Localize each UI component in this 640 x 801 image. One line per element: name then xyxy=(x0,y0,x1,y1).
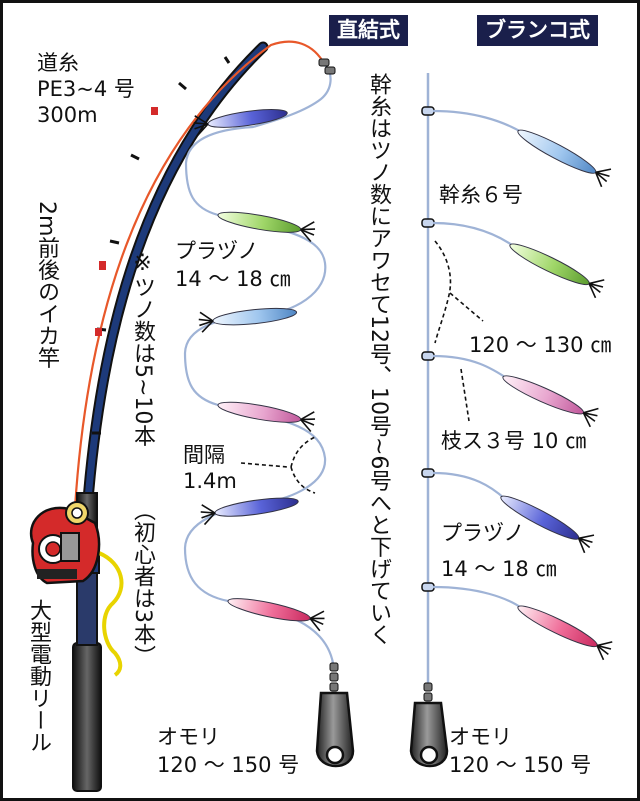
branch-sinker-label: オモリ xyxy=(449,725,512,749)
direct-rig xyxy=(183,58,355,768)
direct-sinker-swivel xyxy=(329,662,339,692)
direct-lure-2 xyxy=(217,211,316,243)
direct-sinker-label: オモリ xyxy=(157,725,220,749)
rod-label: 2m前後のイカ竿 xyxy=(34,201,59,369)
header-branch-rig: ブランコ式 xyxy=(477,15,598,46)
rod-wraps xyxy=(95,107,158,336)
branch-lure-name: プラヅノ xyxy=(441,521,525,545)
direct-lure-1 xyxy=(193,109,288,137)
direct-spacing-marker xyxy=(240,436,316,494)
direct-sinker xyxy=(315,691,355,768)
mainline-label: 道糸 xyxy=(37,51,79,75)
main-line xyxy=(73,40,326,509)
branch-sinker xyxy=(409,701,449,768)
direct-lure-3 xyxy=(198,307,298,333)
branch-rig xyxy=(409,73,613,768)
direct-lure-4 xyxy=(217,401,316,433)
branch-spacing-marker xyxy=(434,240,484,344)
direct-count-note: ※ツノ数は5~10本 xyxy=(130,251,155,447)
header-direct-rig: 直結式 xyxy=(329,15,408,46)
reel-label: 大型電動リール xyxy=(26,599,51,753)
mainline-spec: PE3~4 号 xyxy=(37,77,135,101)
rigging-illustration xyxy=(30,40,613,792)
branch-sinker-size: 120 〜 150 号 xyxy=(449,753,592,777)
branch-knots xyxy=(421,106,435,592)
mainline-length: 300m xyxy=(37,103,98,127)
branch-trunk-note: 幹糸はツノ数にアワセて12号、10号~6号へと下げていく xyxy=(366,73,391,646)
direct-spacing-value: 1.4m xyxy=(183,469,237,493)
direct-beginner-note: （初心者は3本） xyxy=(130,499,155,667)
direct-lure-6 xyxy=(227,598,325,632)
branch-lure-size: 14 〜 18 ㎝ xyxy=(441,557,557,581)
direct-swivel xyxy=(318,58,336,75)
direct-lure-name: プラヅノ xyxy=(175,239,259,263)
branch-lure-5 xyxy=(517,605,613,661)
reel-power-cord xyxy=(98,551,124,677)
branch-lure-1 xyxy=(517,129,612,188)
electric-reel xyxy=(30,501,101,585)
branch-leader-marker xyxy=(460,368,470,422)
branch-trunk-label: 幹糸６号 xyxy=(439,183,523,207)
branch-spacing-label: 120 〜 130 ㎝ xyxy=(469,333,612,357)
direct-lure-5 xyxy=(200,497,299,526)
direct-leader xyxy=(183,64,335,664)
direct-lure-size: 14 〜 18 ㎝ xyxy=(175,267,291,291)
branch-leader-label: 枝ス３号 10 ㎝ xyxy=(441,429,587,453)
rod-grip xyxy=(72,642,102,792)
direct-sinker-size: 120 〜 150 号 xyxy=(157,753,300,777)
branch-lure-3 xyxy=(502,375,599,428)
branch-sinker-swivel xyxy=(423,682,433,702)
branch-lure-4 xyxy=(500,495,595,554)
direct-spacing-label: 間隔 xyxy=(183,443,225,467)
branch-lure-2 xyxy=(509,243,605,299)
